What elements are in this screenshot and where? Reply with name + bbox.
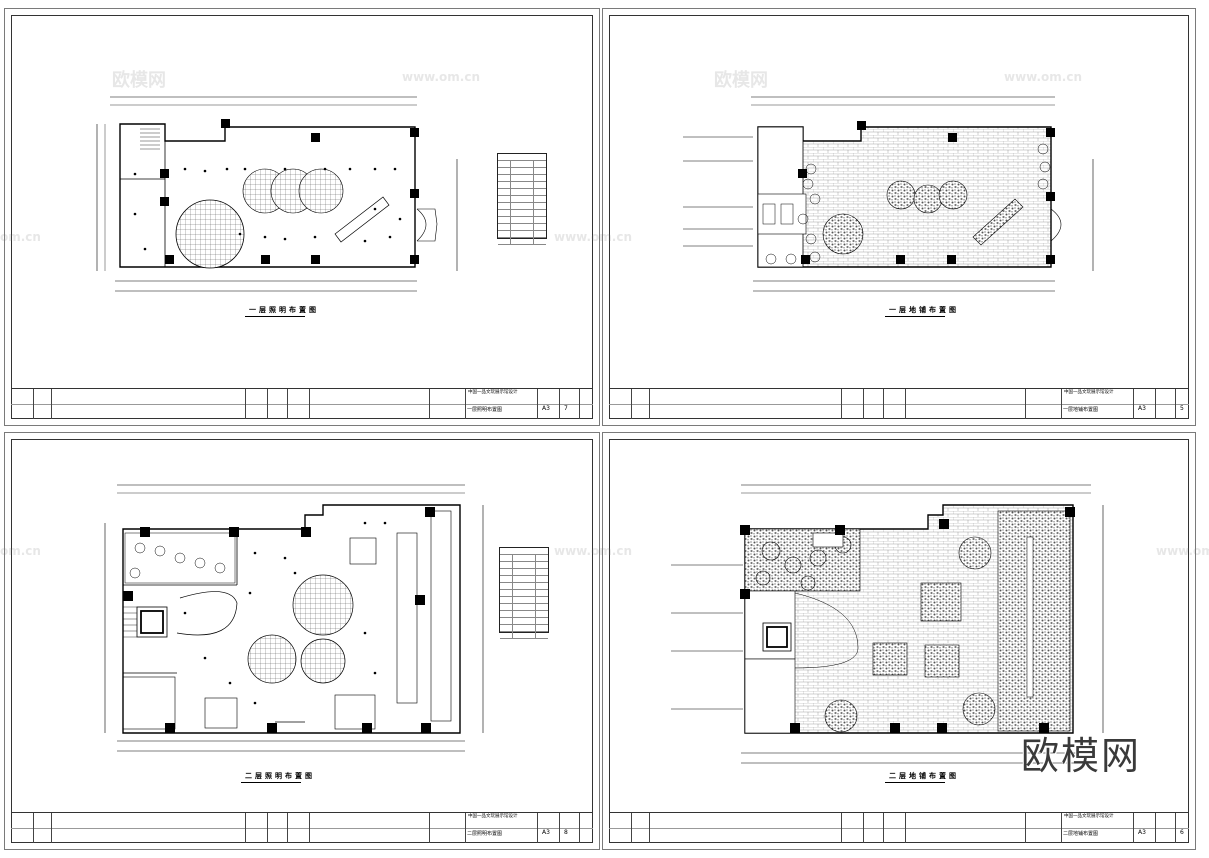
tb-cell <box>267 813 287 843</box>
tb-cell <box>863 813 883 843</box>
tb-cell: 7 <box>559 389 579 419</box>
tb-cell <box>51 389 191 419</box>
project-name-cell: 中国一品文玩展示馆设计 <box>1061 389 1133 419</box>
tb-cell <box>609 389 631 419</box>
drawing-sheet-2: 一层地铺布置图 中国一品文玩展示馆设计 A3 5 一层地铺布置图 <box>602 8 1196 426</box>
paper-size: A3 <box>1138 405 1146 412</box>
tb-cell <box>1155 389 1175 419</box>
tb-cell <box>51 813 191 843</box>
tb-cell <box>631 813 649 843</box>
project-name-cell: 中国一品文玩展示馆设计 <box>465 813 537 843</box>
lighting-legend-table <box>497 153 547 245</box>
drawing-name: 一层地铺布置图 <box>1063 407 1099 413</box>
tb-cell: 8 <box>559 813 579 843</box>
drawing-name: 二层地铺布置图 <box>1063 831 1099 837</box>
sheet-number: 8 <box>564 829 568 836</box>
tb-cell <box>609 813 631 843</box>
tb-cell <box>579 813 593 843</box>
tb-cell <box>33 813 51 843</box>
drawing-sheet-4: 二层地铺布置图 中国一品文玩展示馆设计 A3 6 二层地铺布置图 <box>602 432 1196 850</box>
plan-title-underline <box>885 782 945 783</box>
plan-title-underline <box>241 782 301 783</box>
title-block: 中国一品文玩展示馆设计 A3 7 一层照明布置图 <box>11 388 593 419</box>
floor-plan-drawing <box>683 96 1094 292</box>
tb-cell <box>267 389 287 419</box>
paper-size: A3 <box>542 405 550 412</box>
project-name: 中国一品文玩展示馆设计 <box>468 814 518 819</box>
tb-cell <box>287 389 309 419</box>
sheet-number: 7 <box>564 405 568 412</box>
plan-title-underline <box>245 316 305 317</box>
tb-cell <box>905 813 1025 843</box>
title-block: 中国一品文玩展示馆设计 A3 6 二层地铺布置图 <box>609 812 1189 843</box>
sheet-frame <box>11 15 593 419</box>
tb-cell: 5 <box>1175 389 1189 419</box>
tb-cell <box>287 813 309 843</box>
plan-title: 一层照明布置图 <box>249 306 319 314</box>
floor-plan-drawing <box>96 96 458 292</box>
lighting-legend-table <box>499 547 549 639</box>
tb-cell <box>245 813 267 843</box>
project-name-cell: 中国一品文玩展示馆设计 <box>465 389 537 419</box>
project-name: 中国一品文玩展示馆设计 <box>1064 814 1114 819</box>
tb-cell <box>429 389 465 419</box>
tb-cell <box>1025 813 1061 843</box>
tb-cell <box>1155 813 1175 843</box>
tb-cell <box>309 813 429 843</box>
tb-cell <box>33 389 51 419</box>
drawing-name: 二层照明布置图 <box>467 831 503 837</box>
drawing-sheet-3: 二层照明布置图 中国一品文玩展示馆设计 A3 8 二层照明布置图 <box>4 432 600 850</box>
tb-cell <box>841 389 863 419</box>
tb-cell <box>309 389 429 419</box>
floor-plan-drawing <box>104 484 484 752</box>
plan-title-underline <box>885 316 945 317</box>
plan-title: 二层地铺布置图 <box>889 772 959 780</box>
paper-size: A3 <box>542 829 550 836</box>
paper-size: A3 <box>1138 829 1146 836</box>
tb-cell <box>11 389 33 419</box>
drawing-sheet-1: 一层照明布置图 中国一品文玩展示馆设计 A3 7 一层照明布置图 <box>4 8 600 426</box>
project-name: 中国一品文玩展示馆设计 <box>468 390 518 395</box>
project-name-cell: 中国一品文玩展示馆设计 <box>1061 813 1133 843</box>
floor-plan-drawing <box>671 484 1104 764</box>
tb-cell: A3 <box>1133 813 1155 843</box>
sheet-number: 5 <box>1180 405 1184 412</box>
tb-cell <box>429 813 465 843</box>
tb-cell <box>579 389 593 419</box>
tb-cell <box>863 389 883 419</box>
sheet-frame <box>11 439 593 843</box>
plan-title: 一层地铺布置图 <box>889 306 959 314</box>
title-block: 中国一品文玩展示馆设计 A3 5 一层地铺布置图 <box>609 388 1189 419</box>
project-name: 中国一品文玩展示馆设计 <box>1064 390 1114 395</box>
tb-cell <box>11 813 33 843</box>
tb-cell <box>631 389 649 419</box>
watermark-logo: 欧模网 <box>1020 734 1141 778</box>
sheet-frame <box>609 15 1189 419</box>
tb-cell <box>841 813 863 843</box>
sheet-number: 6 <box>1180 829 1184 836</box>
tb-cell: 6 <box>1175 813 1189 843</box>
plan-title: 二层照明布置图 <box>245 772 315 780</box>
tb-cell <box>883 389 905 419</box>
tb-cell: A3 <box>537 389 559 419</box>
tb-cell <box>905 389 1025 419</box>
tb-cell: A3 <box>1133 389 1155 419</box>
tb-cell <box>883 813 905 843</box>
tb-cell: A3 <box>537 813 559 843</box>
sheet-frame <box>609 439 1189 843</box>
tb-cell <box>1025 389 1061 419</box>
tb-cell <box>245 389 267 419</box>
title-block: 中国一品文玩展示馆设计 A3 8 二层照明布置图 <box>11 812 593 843</box>
drawing-name: 一层照明布置图 <box>467 407 503 413</box>
tb-cell <box>649 389 789 419</box>
tb-cell <box>649 813 789 843</box>
